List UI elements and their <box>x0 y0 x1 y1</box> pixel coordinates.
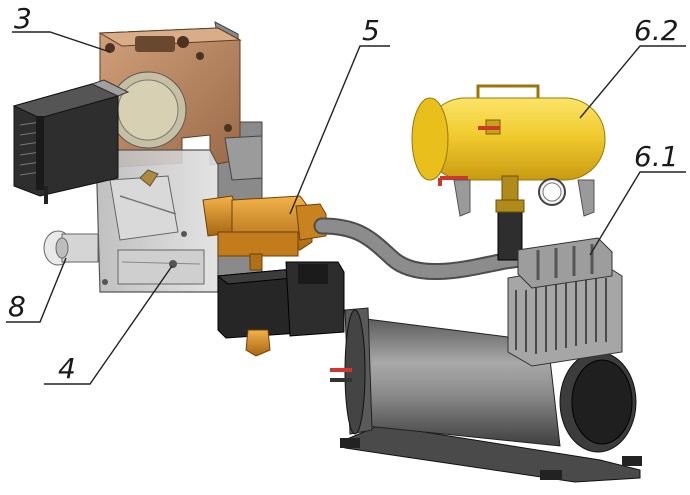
callout-label-6-2: 6.2 <box>634 14 679 47</box>
callout-label-3: 3 <box>14 2 32 35</box>
leader-lines <box>6 31 686 385</box>
air-tank <box>411 84 606 261</box>
callout-label-6-1: 6.1 <box>634 140 679 173</box>
callout-label-8: 8 <box>8 290 26 323</box>
callout-label-5: 5 <box>362 14 380 47</box>
callout-label-4: 4 <box>58 352 76 385</box>
side-fitting <box>43 230 99 266</box>
solenoid-coil <box>216 261 345 357</box>
compressor <box>330 237 642 483</box>
stepper-motor <box>12 71 187 204</box>
gear-housing <box>95 21 263 301</box>
